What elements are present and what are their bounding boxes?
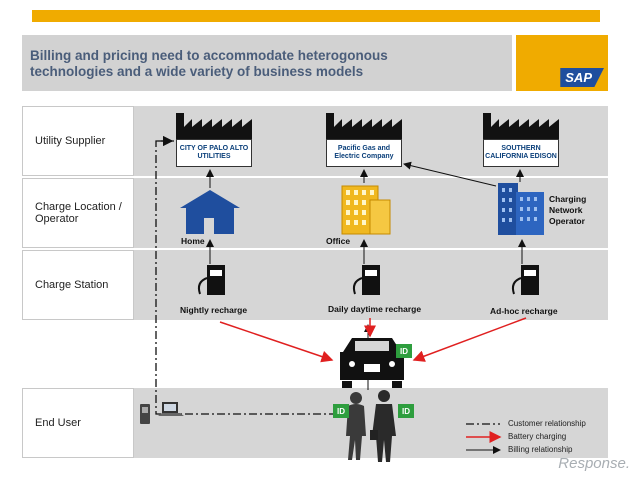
- utility-edison: SOUTHERN CALIFORNIA EDISON: [483, 113, 559, 169]
- legend-customer: Customer relationship: [508, 419, 586, 428]
- legend-billing: Billing relationship: [508, 445, 573, 454]
- top-accent-bar: [32, 10, 600, 22]
- sap-logo: SAP: [560, 68, 604, 87]
- watermark: Response.: [558, 455, 630, 472]
- label-daily-recharge: Daily daytime recharge: [328, 304, 422, 314]
- utility-sign: Pacific Gas and Electric Company: [326, 139, 402, 167]
- network-building-icon: [498, 183, 544, 235]
- utility-palo-alto: CITY OF PALO ALTO UTILITIES: [176, 113, 252, 169]
- label-network-operator: Charging Network Operator: [549, 194, 587, 226]
- billing-arrow: [403, 161, 497, 187]
- label-nightly-recharge: Nightly recharge: [180, 305, 248, 315]
- office-building-icon: [341, 185, 391, 235]
- people-icon: [346, 390, 396, 462]
- id-badge-person-1: ID: [333, 404, 349, 418]
- page-title: Billing and pricing need to accommodate …: [30, 48, 500, 80]
- laptop-icon: [158, 402, 184, 416]
- charging-station-icon: [511, 265, 539, 295]
- home-icon: [180, 190, 240, 234]
- customer-relationship-line: [155, 140, 334, 415]
- utility-pge: Pacific Gas and Electric Company: [326, 113, 402, 169]
- charging-station-icon: [352, 265, 380, 295]
- legend-battery: Battery charging: [508, 432, 567, 441]
- header-box: Billing and pricing need to accommodate …: [22, 35, 512, 91]
- title-line-1: Billing and pricing need to accommodate …: [30, 48, 388, 63]
- row-label-location: Charge Location / Operator: [22, 178, 134, 248]
- row-label-station: Charge Station: [22, 250, 134, 320]
- electric-car-icon: [340, 338, 404, 388]
- factory-icon: [483, 113, 559, 139]
- utility-sign: CITY OF PALO ALTO UTILITIES: [176, 139, 252, 167]
- battery-charging-arrow: [219, 321, 334, 363]
- title-line-2: technologies and a wide variety of busin…: [30, 64, 364, 79]
- factory-icon: [176, 113, 252, 139]
- label-adhoc-recharge: Ad-hoc recharge: [490, 306, 558, 316]
- id-badge-car: ID: [396, 344, 412, 358]
- row-label-enduser: End User: [22, 388, 134, 458]
- charging-station-icon: [197, 265, 225, 295]
- row-label-utility: Utility Supplier: [22, 106, 134, 176]
- label-home: Home: [181, 236, 205, 246]
- id-badge-person-2: ID: [398, 404, 414, 418]
- label-office: Office: [326, 236, 351, 246]
- battery-charging-arrow: [412, 317, 527, 362]
- mobile-phone-icon: [140, 404, 150, 424]
- utility-sign: SOUTHERN CALIFORNIA EDISON: [483, 139, 559, 167]
- factory-icon: [326, 113, 402, 139]
- logo-box: SAP: [516, 35, 608, 91]
